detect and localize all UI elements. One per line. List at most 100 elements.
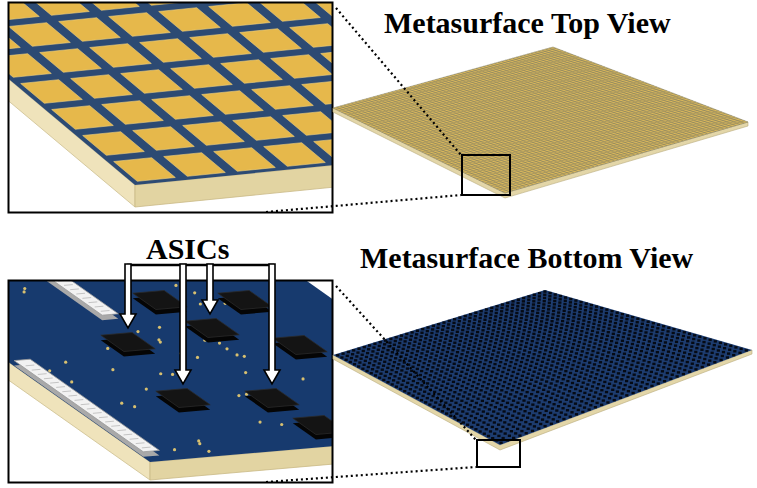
asic-dot <box>709 339 712 341</box>
asic-dot <box>656 351 659 353</box>
asic-dot <box>599 340 602 342</box>
asic-dot <box>553 414 556 416</box>
asic-dot <box>543 414 546 416</box>
asic-dot <box>434 372 437 374</box>
asic-dot <box>443 391 446 393</box>
asic-dot <box>559 386 562 388</box>
asic-dot <box>580 386 583 388</box>
asic-dot <box>516 305 519 307</box>
asic-dot <box>533 329 536 331</box>
asic-dot <box>718 345 721 347</box>
asic-dot <box>553 297 556 299</box>
asic-dot <box>521 310 524 312</box>
asic-dot <box>625 362 628 364</box>
asic-dot <box>473 346 476 348</box>
asic-dot <box>596 331 599 333</box>
asic-dot <box>504 342 507 344</box>
asic-dot <box>465 387 468 389</box>
asic-dot <box>702 362 705 364</box>
asic-dot <box>550 397 553 399</box>
asic-dot <box>506 402 509 404</box>
asic-dot <box>401 351 404 353</box>
asic-dot <box>378 345 381 347</box>
asic-dot <box>404 337 407 339</box>
asic-dot <box>518 347 521 349</box>
metal-patch <box>190 34 252 58</box>
asic-dot <box>577 380 580 382</box>
dotted-leader <box>336 286 476 440</box>
asic-dot <box>530 361 533 363</box>
asic-dot <box>520 313 523 315</box>
metal-patch <box>259 3 321 21</box>
asic-dot <box>617 334 620 336</box>
asic-dot <box>394 357 397 359</box>
asic-dot <box>405 371 408 373</box>
asic-dot <box>511 389 514 391</box>
asic-dot <box>569 298 572 300</box>
asic-dot <box>586 383 589 385</box>
metal-patch <box>109 13 171 37</box>
asic-dot <box>586 369 589 371</box>
asic-dot <box>580 354 583 356</box>
asic-dot <box>430 399 433 401</box>
asic-dot <box>455 355 458 357</box>
asic-dot <box>611 374 614 376</box>
asic-dot <box>410 352 413 354</box>
asic-dot <box>604 342 607 344</box>
asic-dot <box>370 354 373 356</box>
asic-dot <box>683 331 686 333</box>
asic-dot <box>514 322 517 324</box>
asic-dot <box>507 369 510 371</box>
asic-dot <box>428 343 431 345</box>
asic-dot <box>504 377 507 379</box>
asic-dot <box>581 326 584 328</box>
asic-dot <box>475 355 478 357</box>
asic-dot <box>468 393 471 395</box>
asic-dot <box>535 363 538 365</box>
asic-dot <box>535 395 538 397</box>
asic-dot <box>596 387 599 389</box>
asic-dot <box>690 345 693 347</box>
asic-dot <box>482 381 485 383</box>
asic-dot <box>457 408 460 410</box>
asic-dot <box>478 393 481 395</box>
asic-chip <box>293 416 332 435</box>
asic-dot <box>364 360 367 362</box>
asic-dot <box>564 352 567 354</box>
asic-dot <box>650 371 653 373</box>
asic-dot <box>482 421 485 423</box>
asic-dot <box>358 361 361 363</box>
asic-dot <box>467 365 470 367</box>
asic-dot <box>523 367 526 369</box>
asic-dot <box>600 389 603 391</box>
connector-pin <box>87 408 96 410</box>
asic-dot <box>520 340 523 342</box>
asic-dot <box>634 369 637 371</box>
asic-dot <box>594 391 597 393</box>
asic-dot <box>456 351 459 353</box>
asic-dot <box>618 368 621 370</box>
asic-dot <box>368 362 371 364</box>
asic-dot <box>667 368 670 370</box>
asic-dot <box>616 338 619 340</box>
asic-dot <box>537 355 540 357</box>
asic-dot <box>704 354 707 356</box>
asic-dot <box>414 337 417 339</box>
asic-dot <box>454 402 457 404</box>
asic-dot <box>628 334 631 336</box>
asic-dot <box>729 345 732 347</box>
asic-dot <box>453 391 456 393</box>
asic-dot <box>418 360 421 362</box>
asic-dot <box>574 356 577 358</box>
asic-dot <box>572 343 575 345</box>
grid-line <box>527 54 719 130</box>
asic-dot <box>678 350 681 352</box>
asic-dot <box>564 296 567 298</box>
asic-dot <box>675 362 678 364</box>
asic-dot <box>379 372 382 374</box>
asic-dot <box>613 366 616 368</box>
asic-dot <box>495 312 498 314</box>
asic-dot <box>617 386 620 388</box>
asic-dot <box>577 409 580 411</box>
asic-dot <box>644 373 647 375</box>
